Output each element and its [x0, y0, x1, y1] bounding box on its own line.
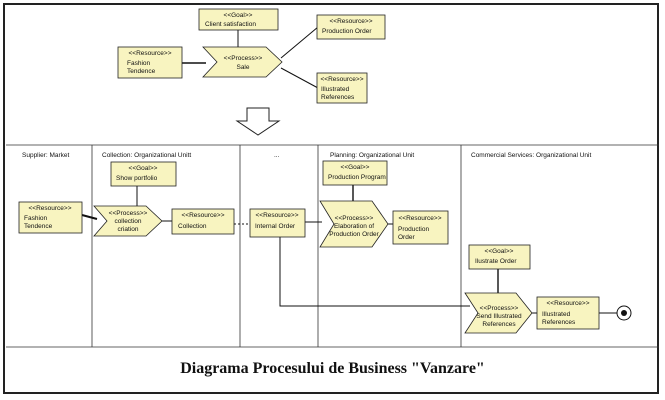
top-proc-sale-line-0: Sale: [236, 64, 249, 71]
top-res-fashion-line-1: Tendence: [127, 68, 156, 75]
bottom-res-collection-stereotype: <<Resource>>: [181, 212, 224, 219]
link-sale-prodorder: [280, 26, 319, 59]
top-resource-fashion-tendence[interactable]: <<Resource>> Fashion Tendence: [117, 46, 183, 79]
top-resource-illustrated-references[interactable]: <<Resource>> Illustrated References: [316, 72, 368, 104]
top-goal-client-satisfaction[interactable]: <<Goal>> Client satisfaction: [198, 8, 279, 31]
lane-title-ellipsis: ...: [274, 152, 280, 159]
top-res-prodorder-stereotype: <<Resource>>: [329, 18, 372, 25]
bottom-res-illus-line-0: Illustrated: [542, 311, 571, 318]
bottom-goal-illusorder-line-0: Ilustrate Order: [475, 258, 517, 265]
bottom-goal-ilustrate-order[interactable]: <<Goal>> Ilustrate Order: [468, 244, 531, 270]
bottom-proc-send-line-0: Send Illustrated: [476, 313, 522, 320]
top-res-fashion-line-0: Fashion: [127, 60, 151, 67]
bottom-process-send-illustrated[interactable]: <<Process>> Send Illustrated References: [464, 292, 533, 334]
bottom-res-collection-line-0: Collection: [178, 223, 207, 230]
bottom-proc-send-stereotype: <<Process>>: [480, 305, 519, 312]
top-res-illus-stereotype: <<Resource>>: [320, 76, 363, 83]
lane-title-supplier: Supplier: Market: [22, 152, 70, 159]
bottom-resource-internal-order[interactable]: <<Resource>> Internal Order: [249, 208, 306, 238]
bottom-proc-collection-line-0: collection: [114, 218, 141, 225]
bottom-res-prodorder-line-1: Order: [398, 234, 415, 241]
bottom-res-internal-line-0: Internal Order: [255, 223, 296, 230]
top-proc-sale-stereotype: <<Process>>: [224, 55, 263, 62]
bottom-goal-illusorder-stereotype: <<Goal>>: [485, 248, 514, 255]
bottom-proc-elaboration-line-0: Elaboration of: [334, 223, 374, 230]
top-process-sale[interactable]: <<Process>> Sale: [202, 46, 283, 78]
top-goal-client-stereotype: <<Goal>>: [224, 12, 253, 19]
diagram-caption: Diagrama Procesului de Business "Vanzare…: [180, 360, 485, 377]
top-res-illus-line-0: Illustrated: [321, 86, 350, 93]
bottom-process-collection-criation[interactable]: <<Process>> collection criation: [93, 205, 163, 237]
bottom-resource-illustrated-references[interactable]: <<Resource>> Illustrated References: [536, 296, 600, 330]
top-res-illus-line-1: References: [321, 94, 355, 101]
bottom-proc-collection-line-1: criation: [118, 226, 139, 233]
top-goal-client-line-0: Client satisfaction: [205, 21, 256, 28]
bottom-goal-portfolio-stereotype: <<Goal>>: [129, 165, 158, 172]
bottom-proc-collection-stereotype: <<Process>>: [109, 210, 148, 217]
bottom-goal-prodprogram-line-0: Production Program: [328, 174, 386, 181]
bottom-res-prodorder-line-0: Production: [398, 226, 429, 233]
link-internal-send: [279, 237, 470, 307]
bottom-process-elaboration[interactable]: <<Process>> Elaboration of Production Or…: [319, 200, 389, 248]
bottom-res-internal-stereotype: <<Resource>>: [255, 212, 298, 219]
transition-down-arrow: [235, 107, 281, 136]
bottom-resource-production-order[interactable]: <<Resource>> Production Order: [392, 210, 449, 245]
bottom-goal-show-portfolio[interactable]: <<Goal>> Show portfolio: [110, 161, 177, 187]
top-res-fashion-stereotype: <<Resource>>: [128, 50, 171, 57]
bottom-resource-fashion-tendence[interactable]: <<Resource>> Fashion Tendence: [18, 201, 83, 234]
swimlane-grid: [6, 144, 659, 348]
link-sale-illus: [280, 67, 319, 89]
bottom-res-fashion-line-0: Fashion: [24, 215, 48, 222]
top-connectors: [182, 26, 319, 89]
top-resource-production-order[interactable]: <<Resource>> Production Order: [316, 14, 386, 40]
bottom-resource-collection[interactable]: <<Resource>> Collection: [171, 208, 235, 235]
lane-title-collection: Collection: Organizational Unitt: [102, 152, 191, 159]
top-res-prodorder-line-0: Production Order: [322, 28, 372, 35]
bottom-proc-elaboration-line-1: Production Order: [329, 231, 379, 238]
bottom-goal-portfolio-line-0: Show portfolio: [116, 175, 158, 182]
bottom-res-prodorder-stereotype: <<Resource>>: [398, 215, 441, 222]
lane-title-planning: Planning: Organizational Unit: [330, 152, 414, 159]
bottom-proc-send-line-1: References: [482, 321, 516, 328]
link-fashion-collection-process: [81, 214, 98, 220]
bottom-res-illus-line-1: References: [542, 319, 576, 326]
bottom-goal-production-program[interactable]: <<Goal>> Production Program: [322, 160, 388, 186]
end-node-icon: [616, 305, 632, 321]
lane-title-commercial: Commercial Services: Organizational Unit: [471, 152, 591, 159]
bottom-res-fashion-line-1: Tendence: [24, 223, 53, 230]
bottom-goal-prodprogram-stereotype: <<Goal>>: [341, 164, 370, 171]
bottom-res-fashion-stereotype: <<Resource>>: [28, 205, 71, 212]
bottom-proc-elaboration-stereotype: <<Process>>: [335, 215, 374, 222]
bottom-res-illus-stereotype: <<Resource>>: [546, 300, 589, 307]
diagram-frame: [3, 3, 659, 394]
